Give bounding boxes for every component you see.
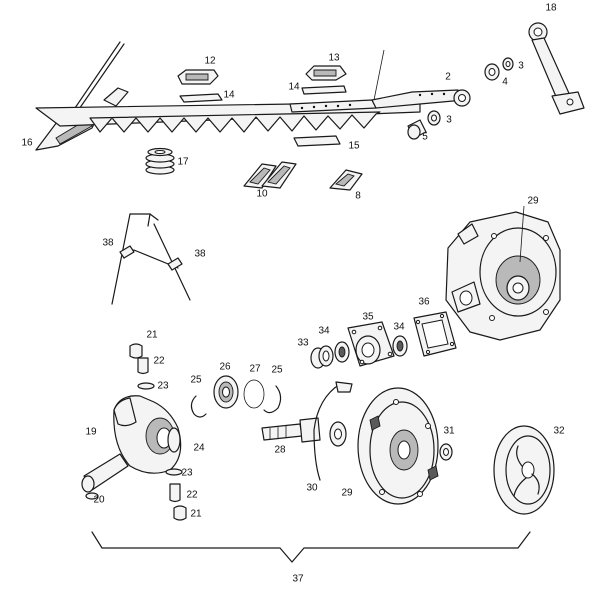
pitman-arm [528,22,585,115]
callout-14-right: 14 [288,82,300,93]
drive-disc-set: 30 29 31 32 [306,381,565,515]
washer-23-bottom [165,468,183,476]
bar-clip [103,87,129,107]
pin-22-top [137,357,149,375]
callout-29-disc: 29 [341,488,353,499]
callout-16: 16 [21,138,33,149]
frame-bracket: 38 38 [102,213,206,305]
callout-36: 36 [418,297,430,308]
callout-20: 20 [93,495,105,506]
callout-8: 8 [355,191,361,202]
callout-15: 15 [348,141,360,152]
cutter-bar-assembly: 12 14 13 14 2 3 4 3 5 18 15 17 10 8 16 [21,3,585,202]
callout-22-bottom: 22 [186,490,198,501]
snap-ring-25-left [190,395,207,418]
knife-rivets [300,92,446,110]
washer-23-top [137,382,155,390]
callout-25-right: 25 [271,365,283,376]
cap-21-bottom [173,505,187,521]
pointer-line [373,49,385,101]
ring-24 [167,427,181,453]
callout-21-bottom: 21 [190,509,202,520]
callout-2: 2 [445,72,451,83]
under-plate [293,135,341,147]
callout-28: 28 [274,445,286,456]
callout-10: 10 [256,189,268,200]
callout-18: 18 [545,3,557,14]
callout-32: 32 [553,426,565,437]
callout-38-left: 38 [102,238,114,249]
callout-14: 14 [223,90,235,101]
callout-37: 37 [292,574,304,585]
nut-20 [85,492,99,500]
bearing-cover-set: 33 34 35 34 36 [297,297,457,369]
bushing-set [407,57,514,140]
callout-38-right: 38 [194,249,206,260]
group-brace: 37 [91,531,531,585]
wear-plate-right [301,85,347,95]
knife-guards [243,161,297,189]
callout-34-right: 34 [393,322,405,333]
callout-4: 4 [502,77,508,88]
callout-3-upper: 3 [518,61,524,72]
knife-sections [89,111,381,133]
callout-30: 30 [306,483,318,494]
callout-23-top: 23 [157,381,169,392]
lever-30 [313,383,341,481]
callout-33: 33 [297,338,309,349]
snap-ring-25-right [263,385,282,414]
callout-26: 26 [219,362,231,373]
spring-pin-left [119,245,135,259]
spring-stack [145,147,175,175]
crank-housing-set: 21 22 23 19 24 23 22 21 20 [81,330,205,521]
callout-13: 13 [328,53,340,64]
callout-17: 17 [177,157,189,168]
callout-19: 19 [85,427,97,438]
callout-35: 35 [362,312,374,323]
callout-22-top: 22 [153,356,165,367]
callout-31: 31 [443,426,455,437]
callout-29-housing: 29 [527,196,539,207]
callout-3-lower: 3 [446,115,452,126]
ring-27 [243,379,265,409]
shaft-28 [261,423,303,441]
cap-21-top [129,343,143,359]
gearbox-housing: 29 [445,196,561,341]
callout-5: 5 [422,132,428,143]
shaft-bearing-set: 25 26 27 25 28 [190,362,321,456]
callout-24: 24 [193,443,205,454]
pin-22-bottom [169,483,181,503]
spring-pin-right [167,257,183,271]
callout-34-left: 34 [318,326,330,337]
callout-27: 27 [249,364,261,375]
callout-23-bottom: 23 [181,468,193,479]
callout-12: 12 [204,56,216,67]
callout-25-left: 25 [190,375,202,386]
wear-plate-left [179,93,223,103]
callout-21-top: 21 [146,330,158,341]
